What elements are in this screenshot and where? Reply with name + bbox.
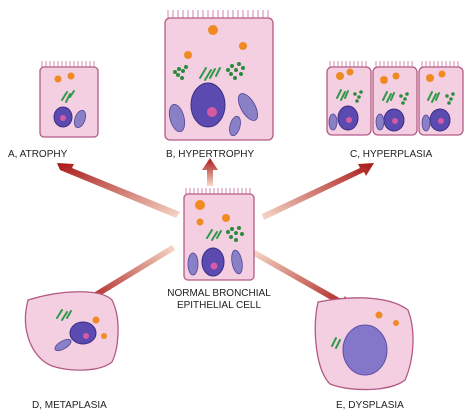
arrow-to-dysplasia xyxy=(252,250,354,309)
label-normal-line1: NORMAL BRONCHIAL xyxy=(167,288,271,299)
arrow-to-hypertrophy xyxy=(202,158,218,186)
atrophy-cell xyxy=(39,61,99,138)
metaplasia-cell xyxy=(24,291,119,371)
label-hyperplasia: C, HYPERPLASIA xyxy=(350,149,433,160)
arrow-to-metaplasia xyxy=(80,245,175,305)
hyperplasia-cell-1 xyxy=(326,61,372,136)
hyperplasia-cells xyxy=(326,61,464,136)
label-metaplasia: D, METAPLASIA xyxy=(32,400,107,411)
dysplasia-cell xyxy=(314,297,414,391)
arrow-to-atrophy xyxy=(57,163,180,218)
label-hypertrophy: B, HYPERTROPHY xyxy=(166,149,254,160)
hyperplasia-cell-2 xyxy=(372,61,418,136)
label-dysplasia: E, DYSPLASIA xyxy=(336,400,404,411)
normal-cell xyxy=(183,188,255,281)
arrow-to-hyperplasia xyxy=(262,163,374,220)
hypertrophy-cell xyxy=(164,10,274,141)
hyperplasia-cell-3 xyxy=(418,61,464,136)
arrows xyxy=(57,158,374,309)
label-atrophy: A, ATROPHY xyxy=(8,149,68,160)
label-normal-line2: EPITHELIAL CELL xyxy=(177,300,262,311)
